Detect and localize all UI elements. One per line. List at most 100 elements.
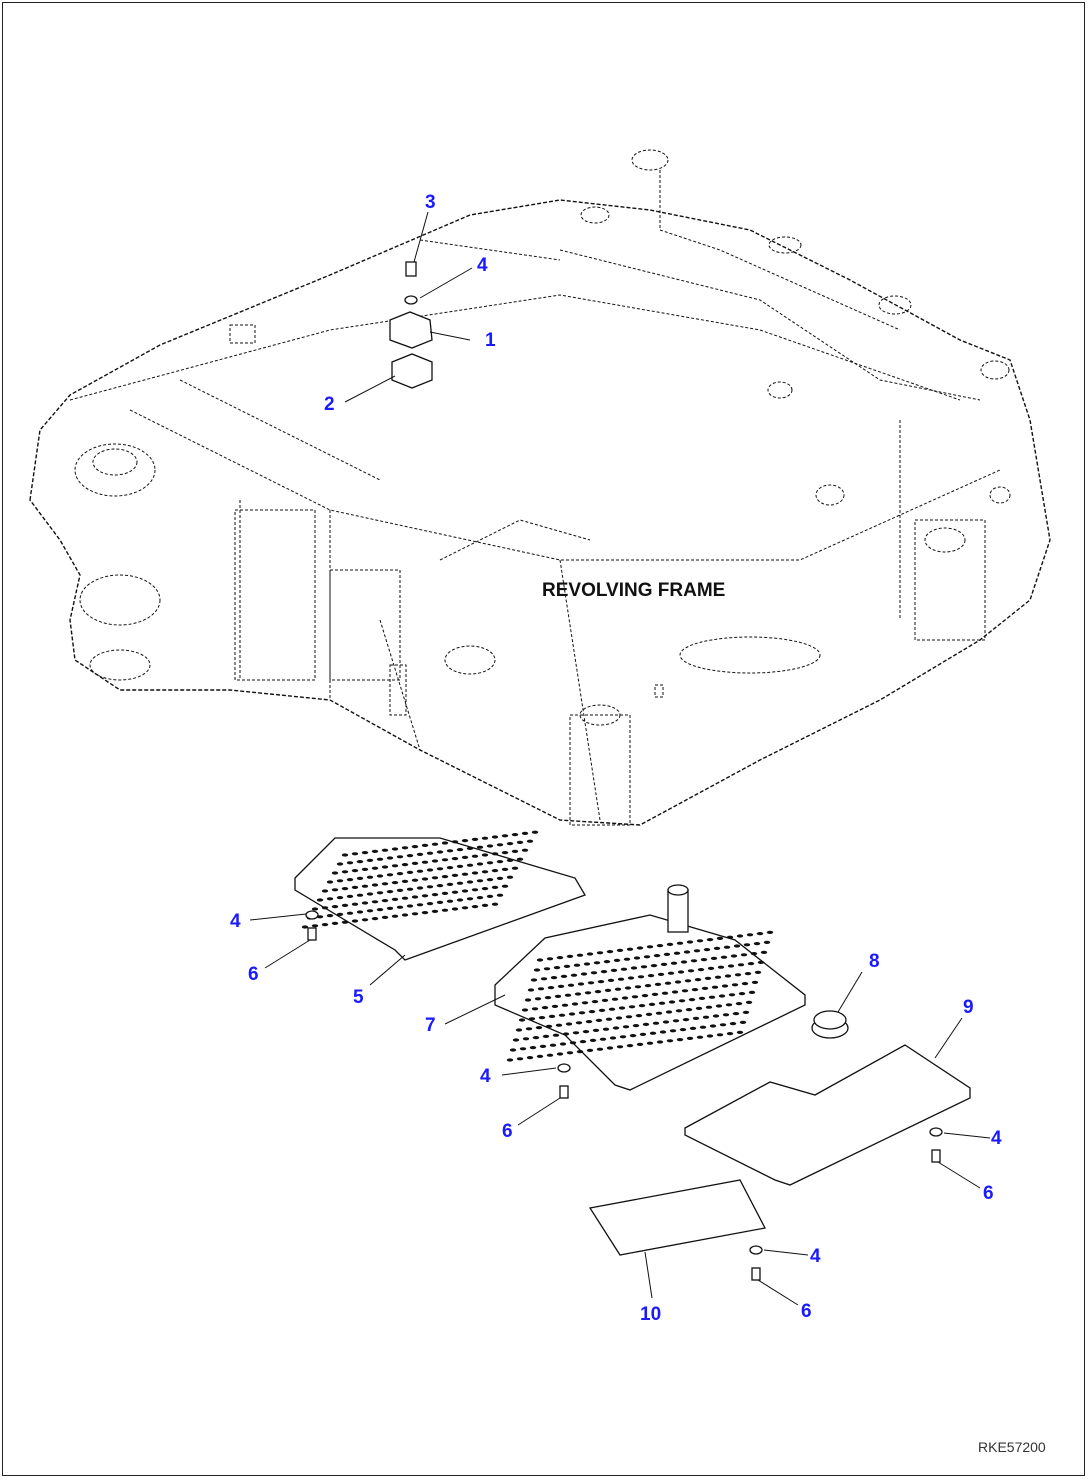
perforation-hole [632, 1024, 640, 1028]
perforation-hole [650, 964, 658, 968]
perforation-hole [668, 1000, 676, 1004]
perforation-hole [712, 1014, 720, 1018]
perforation-hole [361, 851, 369, 855]
perforation-hole [733, 944, 741, 948]
perforation-hole [630, 966, 638, 970]
perforation-hole [655, 1011, 663, 1015]
perforation-hole [626, 1044, 634, 1048]
perforation-hole [461, 872, 469, 876]
perforation-hole [406, 904, 414, 908]
perforation-hole [727, 964, 735, 968]
perforation-hole [301, 925, 309, 929]
perforation-hole [556, 956, 564, 960]
perforation-hole [751, 980, 759, 985]
perforation-hole [401, 846, 409, 850]
perforation-hole [585, 1020, 593, 1024]
perforation-hole [570, 973, 578, 977]
perforation-hole [605, 1017, 613, 1021]
callout-4-part9: 4 [991, 1128, 1002, 1149]
perforation-hole [539, 1044, 547, 1048]
perforation-hole [326, 914, 334, 918]
perforation-hole [638, 1004, 646, 1008]
perforation-hole [371, 917, 379, 921]
perforation-hole [757, 960, 765, 965]
perforation-hole [618, 1006, 626, 1010]
perforation-hole [666, 942, 674, 947]
perforation-hole [536, 1054, 544, 1058]
perforation-hole [441, 841, 449, 845]
perforation-hole [518, 1018, 526, 1022]
perforation-hole [461, 906, 469, 910]
perforation-hole [436, 884, 444, 888]
perforation-hole [496, 843, 504, 847]
perforation-hole [744, 972, 752, 976]
perforation-hole [678, 999, 686, 1003]
perforation-hole [613, 958, 621, 963]
perforation-hole [565, 1022, 573, 1026]
perforation-hole [496, 876, 504, 881]
perforation-hole [476, 862, 484, 866]
perforation-hole [331, 871, 339, 875]
perforation-hole [707, 966, 715, 971]
perforation-hole [441, 891, 449, 896]
perforation-hole [701, 986, 709, 991]
callout-9: 9 [963, 997, 974, 1018]
perforation-hole [595, 1018, 603, 1023]
perforation-hole [600, 970, 608, 974]
perforation-hole [766, 930, 774, 935]
callout-7: 7 [425, 1015, 436, 1036]
perforation-hole [411, 878, 419, 882]
perforation-hole [586, 952, 594, 956]
perforation-hole [486, 861, 494, 865]
perforation-hole [346, 911, 354, 915]
perforation-hole [696, 939, 704, 943]
perforation-hole [673, 951, 681, 955]
perforation-hole [721, 984, 729, 988]
perforation-hole [736, 934, 744, 938]
perforation-hole [516, 840, 524, 845]
perforation-hole [709, 1024, 717, 1028]
callout-6-part10: 6 [801, 1301, 812, 1322]
callout-3: 3 [425, 192, 436, 213]
perforation-hole [563, 964, 571, 969]
perforation-hole [670, 961, 678, 965]
perforation-hole [572, 1031, 580, 1035]
perforation-hole [589, 1038, 597, 1042]
perforation-hole [331, 921, 339, 926]
perforation-hole [622, 1025, 630, 1029]
perforation-hole [674, 980, 682, 984]
perforation-hole [481, 853, 489, 857]
perforation-hole [526, 1056, 534, 1060]
perforation-hole [356, 893, 364, 897]
perforation-hole [381, 865, 389, 869]
bumper-assembly [389, 261, 433, 389]
perforation-hole [416, 886, 424, 890]
perforation-hole [524, 998, 532, 1002]
perforation-hole [763, 940, 771, 945]
perforation-hole [446, 899, 454, 903]
perforation-hole [660, 962, 668, 967]
perforation-hole [411, 861, 419, 866]
perforation-hole [676, 941, 684, 945]
perforation-hole [316, 898, 324, 902]
perforation-hole [436, 900, 444, 905]
perforation-hole [431, 876, 439, 880]
perforation-hole [687, 969, 695, 973]
perforation-hole [656, 944, 664, 948]
cap-part-8 [811, 1010, 849, 1039]
perforation-hole [706, 1034, 714, 1038]
perforation-hole [481, 903, 489, 908]
perforation-hole [396, 905, 404, 909]
perforation-hole [521, 1008, 529, 1012]
perforation-hole [486, 844, 494, 848]
perforation-hole [556, 1052, 564, 1056]
perforation-hole [416, 869, 424, 873]
plate-part-10 [588, 1179, 766, 1256]
perforation-hole [557, 984, 565, 989]
perforation-hole [596, 1047, 604, 1051]
perforation-hole [456, 848, 464, 852]
perforation-hole [559, 1042, 567, 1046]
perforation-hole [426, 885, 434, 889]
perforation-hole [336, 862, 344, 866]
perforation-hole [737, 963, 745, 967]
